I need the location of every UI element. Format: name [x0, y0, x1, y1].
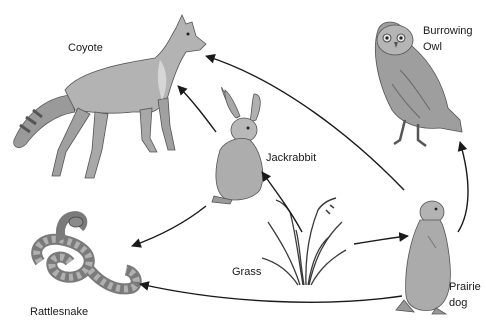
prairie-dog-label-line2: dog	[449, 297, 467, 310]
arrow-jackrabbit-to-coyote	[178, 86, 216, 132]
burrowing-owl-label-line1: Burrowing	[423, 25, 473, 38]
coyote-illustration	[14, 15, 206, 178]
prairie-dog-illustration	[396, 201, 450, 314]
arrow-jackrabbit-to-rattlesnake	[132, 206, 206, 246]
rattlesnake-illustration	[37, 216, 137, 289]
burrowing-owl-label-line2: Owl	[423, 41, 442, 54]
grass-illustration	[262, 198, 346, 285]
jackrabbit-label: Jackrabbit	[266, 152, 316, 165]
jackrabbit-illustration	[212, 87, 263, 204]
coyote-label: Coyote	[68, 42, 103, 55]
arrow-prairie-dog-to-owl	[458, 142, 468, 232]
prairie-dog-label-line1: Prairie	[449, 281, 481, 294]
arrow-grass-to-prairie-dog	[354, 236, 408, 244]
arrow-prairie-dog-to-rattlesnake	[140, 284, 402, 302]
grass-label: Grass	[232, 266, 261, 279]
rattlesnake-label: Rattlesnake	[30, 306, 88, 319]
burrowing-owl-illustration	[375, 22, 462, 146]
